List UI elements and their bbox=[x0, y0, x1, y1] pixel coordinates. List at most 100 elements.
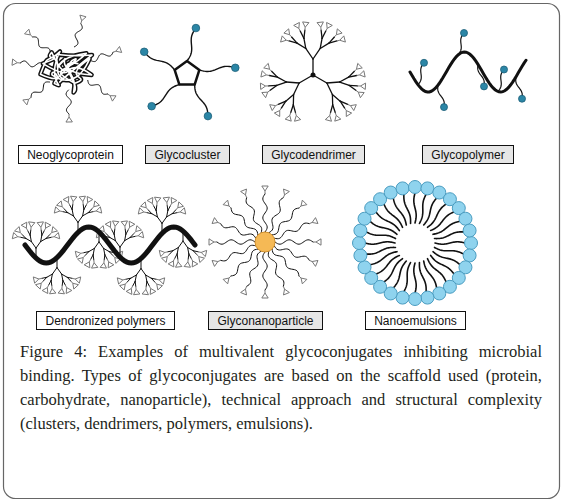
glycan-symbol bbox=[209, 239, 217, 245]
glycan-symbol bbox=[63, 197, 70, 206]
glycan-symbol bbox=[309, 260, 318, 266]
glycan-symbol bbox=[334, 29, 342, 37]
glycan-symbol bbox=[126, 286, 133, 295]
branch-line bbox=[114, 234, 115, 240]
glycan-symbol bbox=[135, 232, 143, 238]
glycan-symbol bbox=[12, 233, 20, 239]
sugar-dot bbox=[421, 59, 428, 66]
chain-line bbox=[435, 232, 464, 239]
branch-line bbox=[73, 216, 78, 223]
branch-line bbox=[131, 275, 137, 278]
surfactant-head bbox=[463, 249, 476, 262]
glycan-symbol bbox=[168, 258, 175, 267]
chain-line bbox=[376, 255, 399, 274]
branch-line bbox=[332, 95, 334, 105]
chain-line bbox=[144, 52, 174, 70]
glycan-symbol bbox=[149, 286, 156, 295]
chain-line bbox=[217, 240, 255, 244]
label-box: Glyconanoparticle bbox=[208, 311, 323, 330]
chain-line bbox=[384, 204, 403, 227]
glycan-symbol bbox=[72, 277, 80, 283]
glycan-symbol bbox=[117, 278, 125, 284]
chain-line bbox=[74, 24, 82, 47]
glycan-symbol bbox=[270, 104, 279, 110]
sugar-dot bbox=[481, 83, 488, 90]
polymer-backbone bbox=[410, 52, 526, 92]
glycan-symbol bbox=[176, 259, 182, 267]
glycan-symbol bbox=[357, 71, 365, 77]
sugar-dot bbox=[461, 29, 468, 36]
branch-line bbox=[188, 248, 189, 254]
glycan-symbol bbox=[92, 201, 100, 209]
branch-line bbox=[130, 236, 135, 237]
chain-line bbox=[366, 232, 395, 239]
chain-line bbox=[20, 61, 44, 67]
label-text: Glycodendrimer bbox=[271, 148, 356, 162]
glycan-symbol bbox=[197, 254, 205, 262]
chain-line bbox=[66, 90, 71, 114]
glycan-symbol bbox=[212, 218, 221, 224]
sugar-dot bbox=[501, 66, 508, 73]
branch-line bbox=[286, 81, 299, 83]
branch-line bbox=[63, 280, 65, 285]
glycan-symbol bbox=[274, 108, 281, 116]
glycan-symbol bbox=[93, 207, 101, 213]
glycan-symbol bbox=[317, 22, 323, 30]
glycan-symbol bbox=[65, 285, 72, 294]
glycan-symbol bbox=[78, 255, 86, 263]
branch-line bbox=[28, 231, 30, 236]
branch-line bbox=[125, 237, 131, 240]
branch-line bbox=[141, 269, 146, 276]
glycan-symbol bbox=[37, 222, 43, 230]
branch-line bbox=[294, 83, 300, 95]
branch-line bbox=[52, 268, 57, 275]
label-box: Glycocluster bbox=[145, 145, 230, 164]
branch-line bbox=[30, 230, 32, 235]
branch-line bbox=[277, 77, 286, 82]
branch-line bbox=[188, 254, 190, 259]
branch-line bbox=[136, 269, 141, 276]
branch-line bbox=[278, 101, 286, 104]
glycan-symbol bbox=[108, 94, 116, 101]
glycan-symbol bbox=[105, 221, 112, 230]
branch-line bbox=[70, 205, 72, 210]
branch-line bbox=[62, 280, 64, 285]
glycan-symbol bbox=[113, 46, 122, 52]
branch-line bbox=[112, 230, 114, 235]
chain-line bbox=[435, 242, 465, 244]
branch-line bbox=[172, 213, 177, 214]
glycan-symbol bbox=[313, 239, 321, 245]
chain-line bbox=[365, 242, 395, 244]
chain-line bbox=[91, 52, 114, 61]
branch-line bbox=[146, 275, 147, 281]
glycan-symbol bbox=[92, 260, 98, 268]
glycan-symbol bbox=[335, 113, 341, 122]
glycan-symbol bbox=[283, 286, 289, 295]
chain-line bbox=[33, 37, 51, 53]
glycan-symbol bbox=[42, 285, 49, 294]
branch-line bbox=[94, 242, 99, 249]
protein-tangle bbox=[40, 52, 92, 93]
branch-line bbox=[333, 105, 336, 113]
glycan-symbol bbox=[134, 226, 142, 234]
glycan-symbol bbox=[100, 260, 106, 268]
chain-line bbox=[88, 80, 108, 94]
label-box: Glycopolymer bbox=[422, 145, 514, 164]
branch-line bbox=[303, 30, 305, 38]
surfactant-head bbox=[463, 224, 476, 237]
branch-line bbox=[109, 252, 112, 256]
chain-line bbox=[404, 194, 411, 223]
branch-line bbox=[22, 235, 25, 239]
glycan-symbol bbox=[128, 221, 135, 230]
branch-line bbox=[83, 213, 89, 216]
glycan-symbol bbox=[241, 189, 247, 198]
branch-line bbox=[72, 210, 73, 216]
chain-line bbox=[221, 224, 256, 239]
branch-line bbox=[183, 241, 188, 248]
glycan-symbol bbox=[262, 186, 268, 194]
branch-line bbox=[46, 237, 51, 238]
branch-line bbox=[78, 216, 83, 223]
branch-line bbox=[49, 280, 51, 285]
glycan-symbol bbox=[33, 277, 41, 283]
branch-line bbox=[88, 212, 93, 213]
